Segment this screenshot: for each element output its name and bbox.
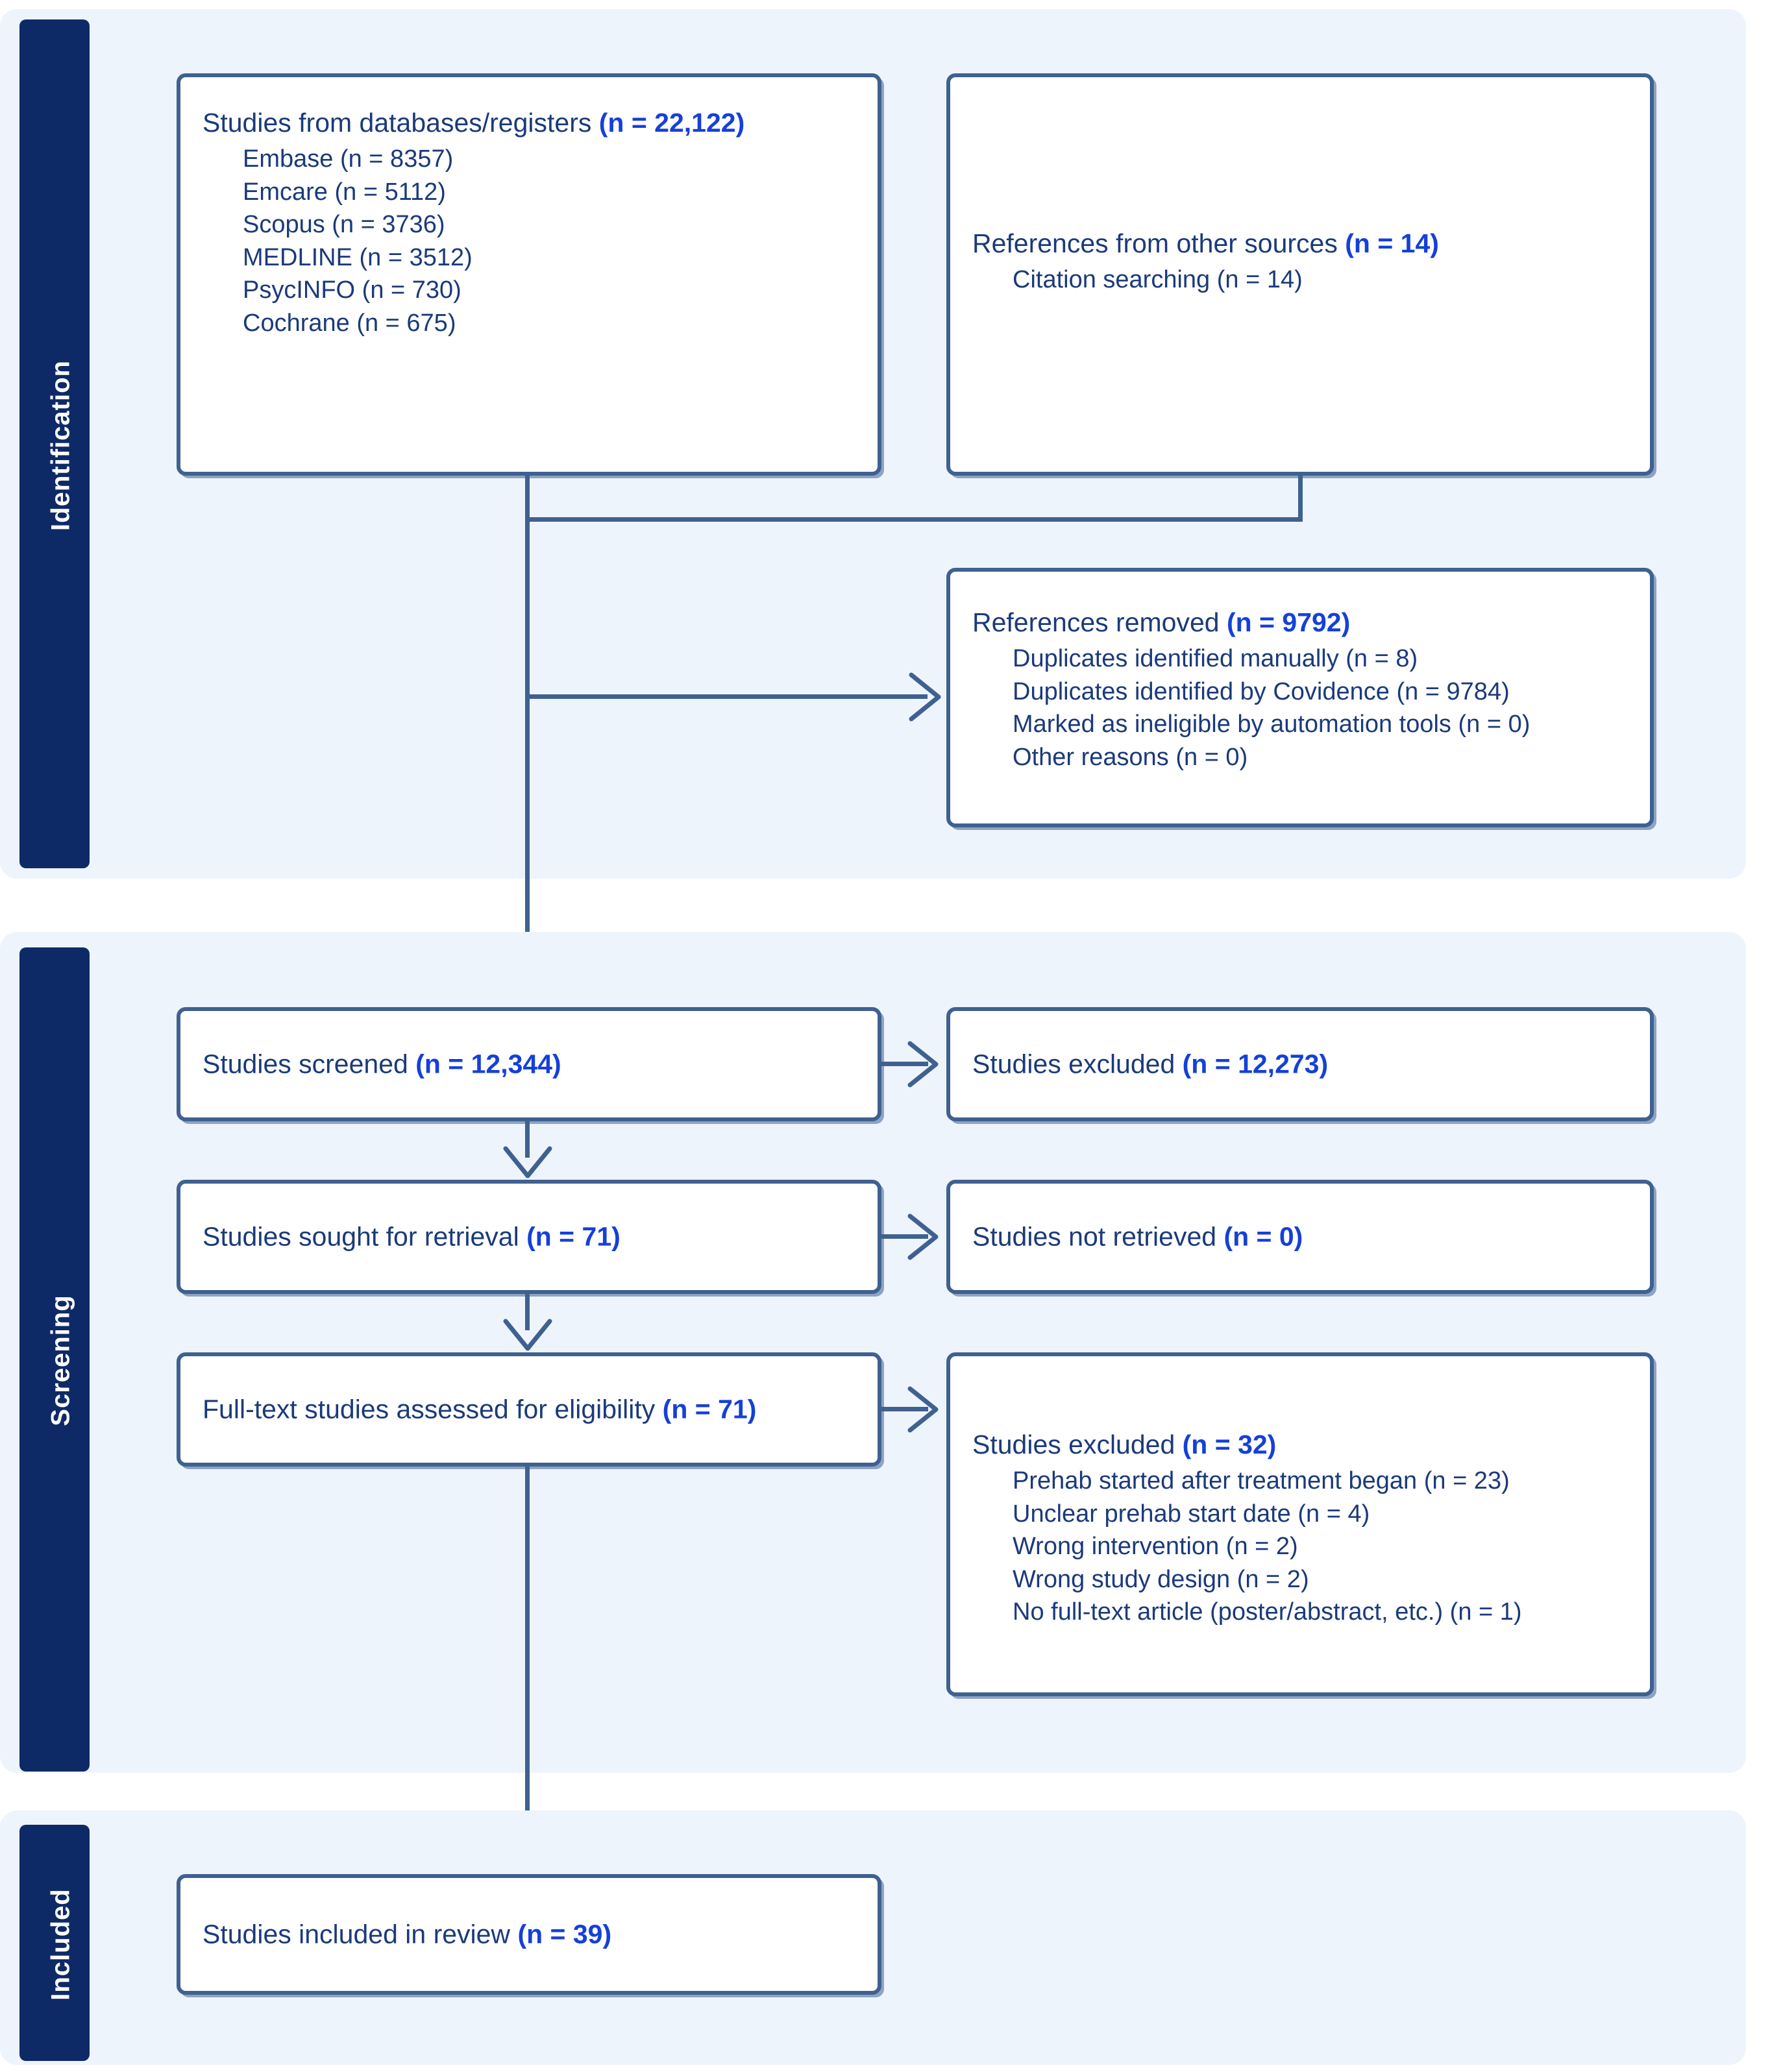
list-item: MEDLINE (n = 3512) [243, 243, 473, 271]
box-references-removed-items: Duplicates identified manually (n = 8) D… [972, 642, 1628, 774]
box-other-sources: References from other sources (n = 14) C… [946, 73, 1654, 476]
identification-band [19, 19, 90, 868]
box-studies-not-retrieved: Studies not retrieved (n = 0) [946, 1180, 1654, 1294]
connector-screened-to-excluded [881, 1062, 928, 1066]
box-studies-included-in-review-title: Studies included in review (n = 39) [203, 1919, 612, 1949]
list-item: Cochrane (n = 675) [243, 309, 456, 337]
box-other-sources-title: References from other sources (n = 14) [972, 228, 1439, 258]
connector-trunk-to-screening [525, 694, 530, 967]
box-studies-excluded-fulltext: Studies excluded (n = 32) Prehab started… [946, 1352, 1654, 1696]
list-item: Scopus (n = 3736) [243, 211, 445, 239]
box-references-removed: References removed (n = 9792) Duplicates… [946, 568, 1654, 827]
box-full-text-assessed-title: Full-text studies assessed for eligibili… [203, 1394, 757, 1424]
identification-band-label: Identification [46, 360, 75, 531]
box-studies-excluded-screening-title: Studies excluded (n = 12,273) [972, 1049, 1329, 1079]
box-studies-screened: Studies screened (n = 12,344) [177, 1007, 881, 1121]
arrowhead-screened-to-sought [503, 1146, 552, 1178]
list-item: PsycINFO (n = 730) [243, 276, 461, 304]
included-band [19, 1825, 90, 2061]
box-full-text-assessed: Full-text studies assessed for eligibili… [177, 1352, 881, 1467]
arrowhead-to-references-removed [909, 672, 941, 722]
list-item: Unclear prehab start date (n = 4) [1013, 1500, 1370, 1528]
list-item: No full-text article (poster/abstract, e… [1013, 1598, 1522, 1626]
box-references-removed-title: References removed (n = 9792) [972, 607, 1351, 637]
box-other-sources-items: Citation searching (n = 14) [972, 263, 1628, 297]
arrowhead-sought-to-fulltext [503, 1319, 552, 1351]
connector-other-sources-down [1298, 476, 1303, 519]
connector-to-references-removed [525, 694, 928, 699]
list-item: Wrong study design (n = 2) [1013, 1565, 1309, 1593]
box-studies-excluded-fulltext-title: Studies excluded (n = 32) [972, 1430, 1277, 1459]
connector-trunk-to-included [525, 1467, 530, 1862]
list-item: Prehab started after treatment began (n … [1013, 1467, 1510, 1495]
box-studies-excluded-screening: Studies excluded (n = 12,273) [946, 1007, 1654, 1121]
list-item: Citation searching (n = 14) [1013, 266, 1303, 294]
list-item: Wrong intervention (n = 2) [1013, 1533, 1298, 1561]
connector-sought-to-fulltext [525, 1294, 530, 1330]
list-item: Embase (n = 8357) [243, 145, 454, 173]
included-band-label: Included [46, 1888, 75, 2001]
list-item: Emcare (n = 5112) [243, 178, 446, 206]
connector-sought-to-not-retrieved [881, 1234, 928, 1239]
list-item: Duplicates identified by Covidence (n = … [1013, 677, 1510, 705]
arrowhead-screened-to-excluded [907, 1041, 939, 1088]
screening-band [19, 947, 90, 1772]
box-databases-registers: Studies from databases/registers (n = 22… [177, 73, 881, 476]
arrowhead-fulltext-to-excluded [907, 1386, 939, 1433]
box-studies-excluded-fulltext-items: Prehab started after treatment began (n … [972, 1465, 1628, 1629]
list-item: Marked as ineligible by automation tools… [1013, 711, 1530, 738]
box-studies-included-in-review: Studies included in review (n = 39) [177, 1874, 881, 1995]
screening-band-label: Screening [46, 1295, 75, 1426]
box-databases-items: Embase (n = 8357) Emcare (n = 5112) Scop… [203, 143, 855, 339]
connector-screened-to-sought [525, 1121, 530, 1158]
connector-fulltext-to-excluded [881, 1407, 928, 1411]
list-item: Duplicates identified manually (n = 8) [1013, 645, 1418, 673]
box-sought-for-retrieval-title: Studies sought for retrieval (n = 71) [203, 1221, 621, 1252]
connector-databases-down [525, 476, 530, 519]
box-studies-screened-title: Studies screened (n = 12,344) [203, 1049, 561, 1079]
box-databases-title: Studies from databases/registers (n = 22… [203, 108, 745, 138]
box-sought-for-retrieval: Studies sought for retrieval (n = 71) [177, 1180, 881, 1294]
connector-main-trunk-identification [525, 517, 530, 698]
connector-merge-horizontal [525, 517, 1303, 522]
box-studies-not-retrieved-title: Studies not retrieved (n = 0) [972, 1221, 1303, 1252]
list-item: Other reasons (n = 0) [1013, 743, 1248, 771]
arrowhead-sought-to-not-retrieved [907, 1213, 939, 1260]
